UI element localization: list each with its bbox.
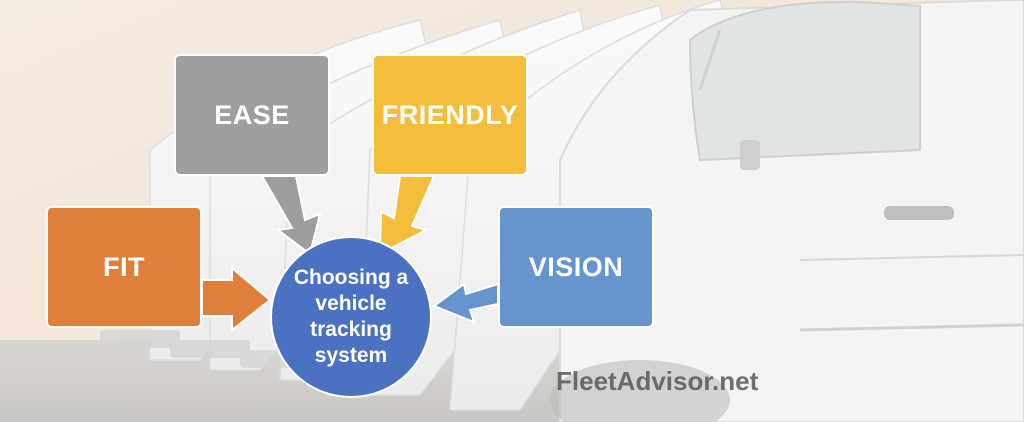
- center-circle: Choosing a vehicle tracking system: [270, 236, 432, 398]
- brand-watermark: FleetAdvisor.net: [556, 366, 759, 396]
- fit-label: FIT: [103, 251, 145, 282]
- friendly-box: FRIENDLY: [372, 54, 528, 176]
- arrow-vision-to-center: [431, 282, 499, 324]
- vision-label: VISION: [528, 251, 624, 282]
- center-label: Choosing a vehicle tracking system: [293, 266, 409, 367]
- ease-label: EASE: [214, 99, 290, 130]
- vision-box: VISION: [498, 206, 654, 328]
- fit-box: FIT: [46, 206, 202, 328]
- arrow-fit-to-center: [201, 265, 272, 333]
- arrow-ease-to-center: [260, 175, 322, 256]
- friendly-label: FRIENDLY: [381, 99, 519, 130]
- arrow-friendly-to-center: [378, 175, 436, 256]
- ease-box: EASE: [174, 54, 330, 176]
